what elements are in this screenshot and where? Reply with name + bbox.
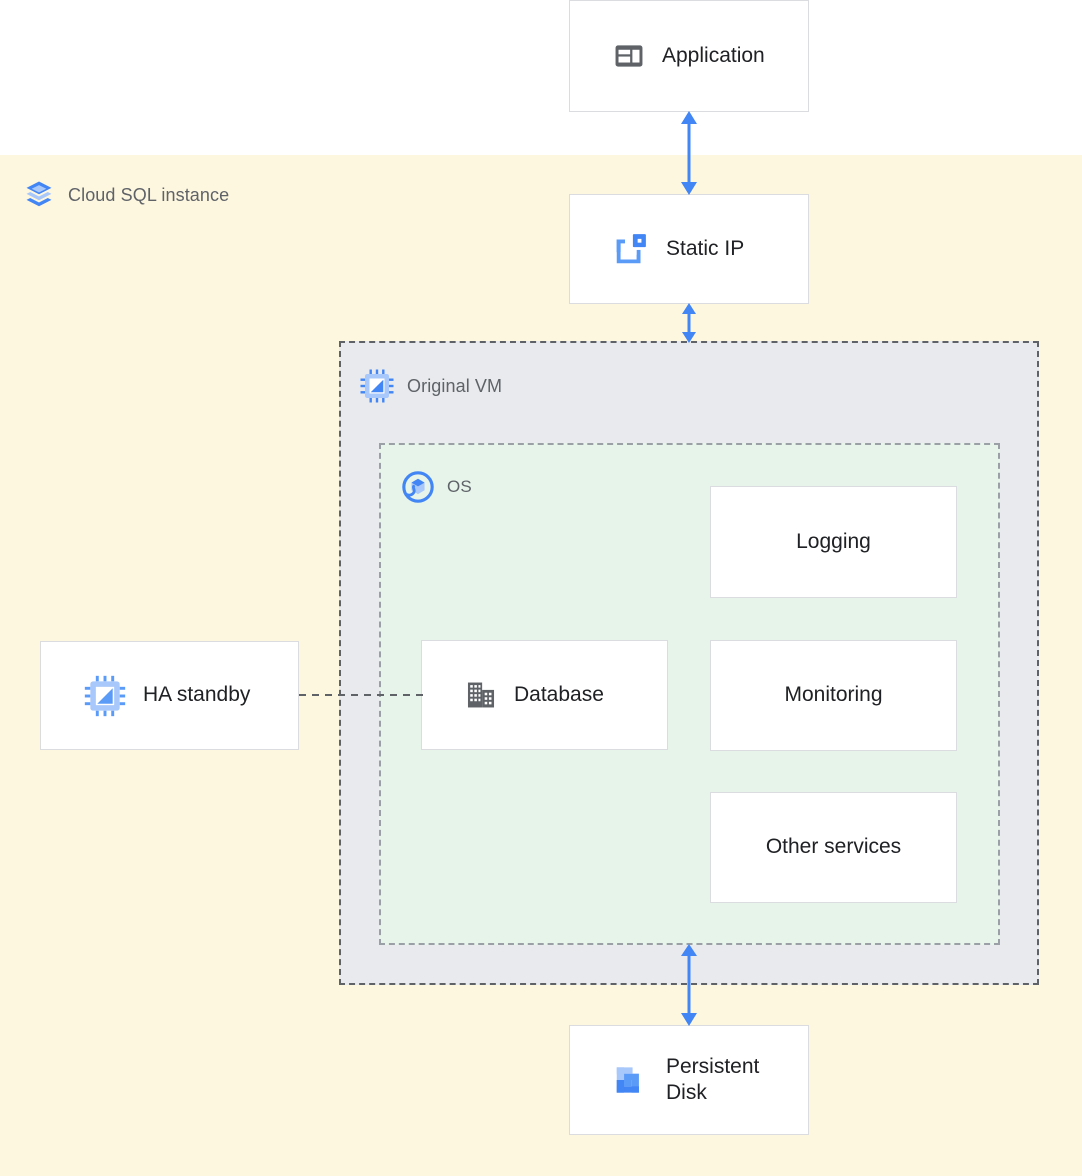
ha-standby-cpu-chip-icon bbox=[83, 674, 127, 718]
persistent-disk-label-line1: Persistent bbox=[666, 1054, 760, 1078]
persistent-disk-stairs-icon bbox=[612, 1061, 650, 1099]
ha-standby-node[interactable]: HA standby bbox=[40, 641, 299, 750]
original-vm-label: Original VM bbox=[407, 375, 503, 396]
os-circle-icon bbox=[401, 470, 435, 504]
cloud-sql-stack-icon bbox=[22, 178, 56, 212]
os-label: OS bbox=[447, 477, 472, 496]
application-node[interactable]: Application bbox=[569, 0, 809, 112]
original-vm-header: Original VM bbox=[359, 368, 502, 404]
monitoring-label: Monitoring bbox=[784, 683, 883, 707]
database-node[interactable]: Database bbox=[421, 640, 668, 750]
ha-standby-label: HA standby bbox=[143, 683, 251, 707]
persistent-disk-label-line2: Disk bbox=[666, 1081, 707, 1104]
other-services-node[interactable]: Other services bbox=[710, 792, 957, 903]
cloud-sql-instance-label: Cloud SQL instance bbox=[68, 184, 230, 205]
cloud-sql-instance-header: Cloud SQL instance bbox=[22, 178, 229, 212]
connector-static-ip-to-original-vm bbox=[659, 302, 719, 344]
connector-os-to-persistent-disk bbox=[659, 943, 719, 1027]
application-window-icon bbox=[612, 39, 646, 73]
vm-cpu-chip-icon bbox=[359, 368, 395, 404]
static-ip-label: Static IP bbox=[666, 236, 745, 260]
static-ip-node[interactable]: Static IP bbox=[569, 194, 809, 304]
application-label: Application bbox=[662, 43, 765, 67]
os-header: OS bbox=[401, 470, 472, 504]
logging-node[interactable]: Logging bbox=[710, 486, 957, 598]
connector-application-to-static-ip bbox=[659, 110, 719, 196]
monitoring-node[interactable]: Monitoring bbox=[710, 640, 957, 751]
logging-label: Logging bbox=[796, 529, 871, 553]
other-services-label: Other services bbox=[765, 835, 902, 859]
database-building-icon bbox=[464, 678, 498, 712]
static-ip-square-icon bbox=[612, 230, 650, 268]
connector-ha-standby-to-database bbox=[299, 688, 423, 702]
database-label: Database bbox=[514, 682, 604, 706]
